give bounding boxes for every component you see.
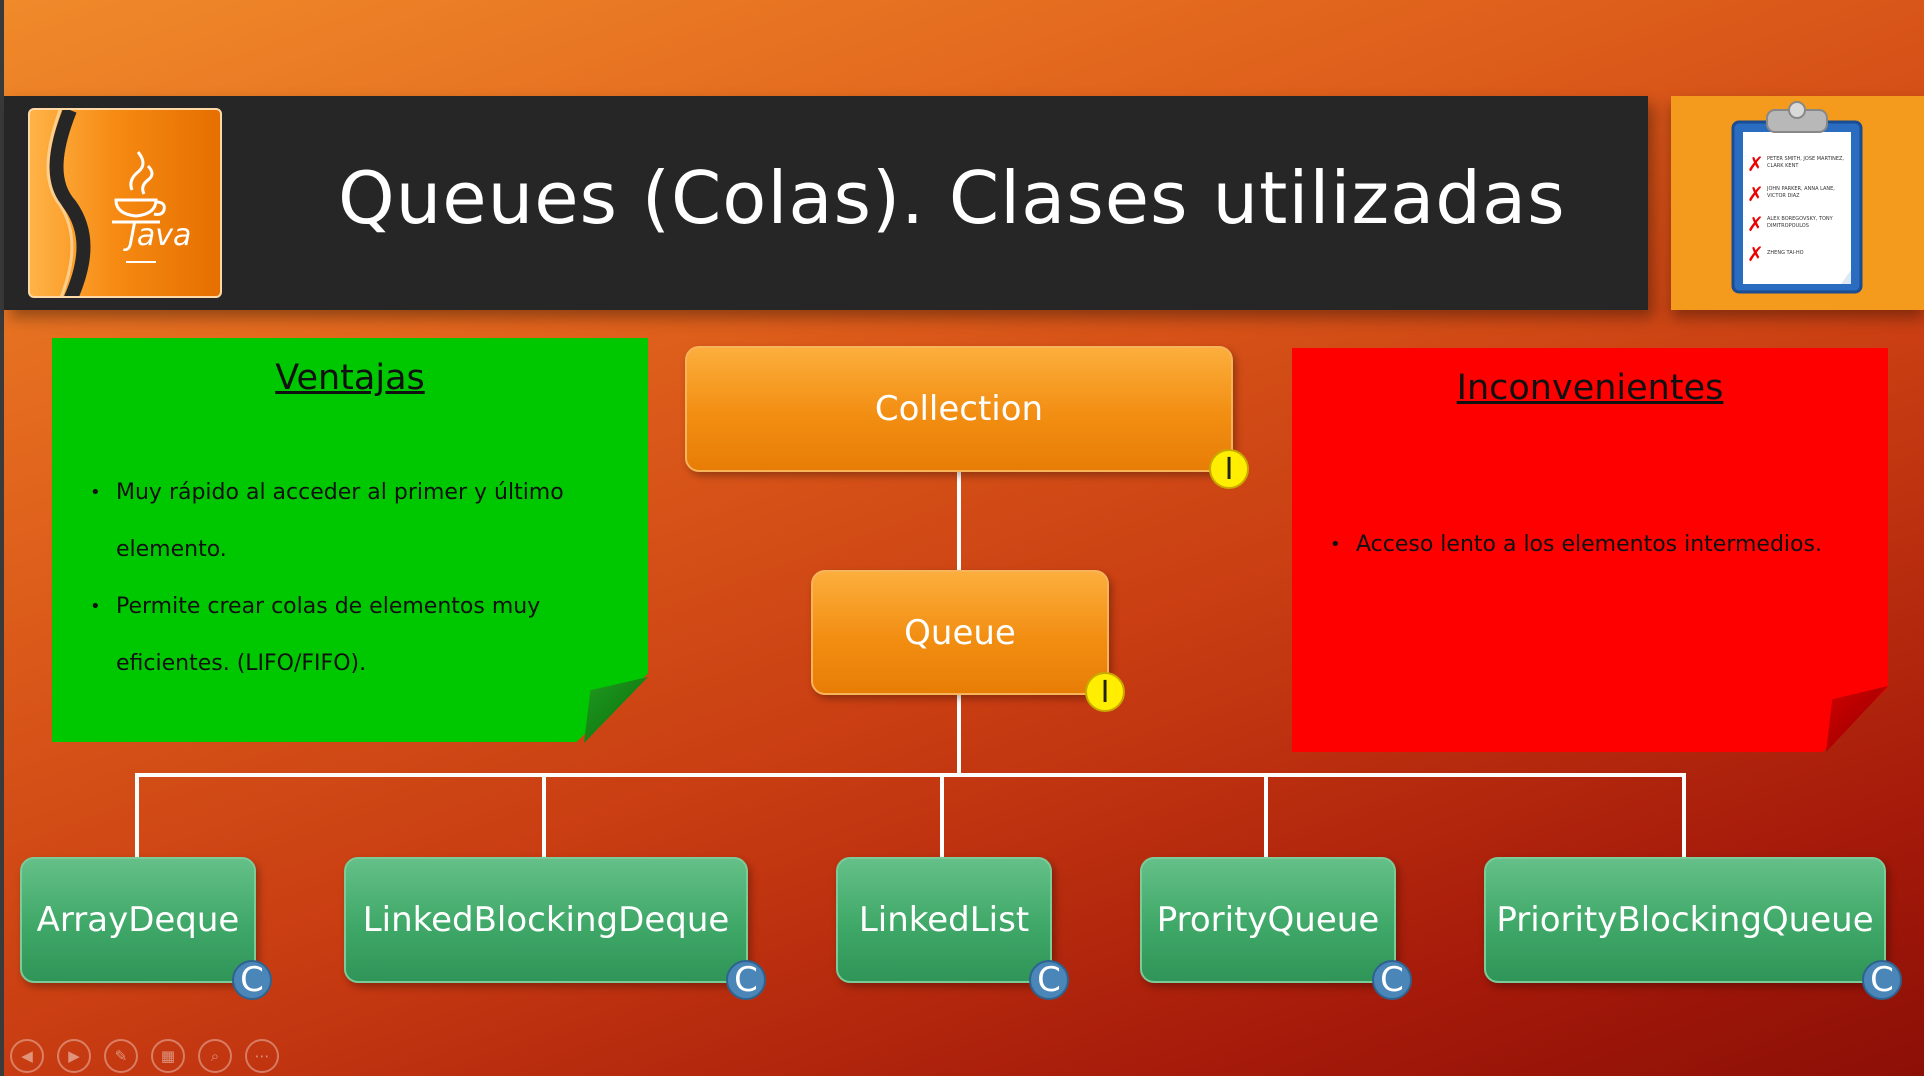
arraydeque-class-box[interactable]: ArrayDeque xyxy=(20,857,256,983)
box-label: Queue xyxy=(904,612,1016,653)
cross-icon: ✗ xyxy=(1747,242,1764,266)
class-badge: C xyxy=(1372,960,1412,1000)
zoom-icon[interactable]: ⌕ xyxy=(198,1039,232,1073)
box-label: ProrityQueue xyxy=(1156,900,1380,940)
prev-icon[interactable]: ◀ xyxy=(10,1039,44,1073)
class-badge: C xyxy=(1029,960,1069,1000)
interface-badge: I xyxy=(1209,449,1249,489)
window-edge xyxy=(0,0,4,1076)
next-icon[interactable]: ▶ xyxy=(57,1039,91,1073)
connector-linkedlist xyxy=(940,773,944,857)
list-item: Muy rápido al acceder al primer y último xyxy=(90,464,564,521)
pen-icon[interactable]: ✎ xyxy=(104,1039,138,1073)
cross-icon: ✗ xyxy=(1747,152,1764,176)
box-label: LinkedList xyxy=(858,900,1030,940)
queue-interface-box[interactable]: Queue xyxy=(811,570,1109,695)
title-bar: Java Queues (Colas). Clases utilizadas xyxy=(4,96,1648,310)
cons-heading: Inconvenientes xyxy=(1456,368,1724,408)
cons-list: Acceso lento a los elementos intermedios… xyxy=(1292,516,1822,573)
list-item: Acceso lento a los elementos intermedios… xyxy=(1330,516,1822,573)
java-logo: Java xyxy=(28,108,222,298)
clipboard-list: ✗PETER SMITH, JOSE MARTINEZ, CLARK KENT … xyxy=(1747,152,1855,276)
page-title: Queues (Colas). Clases utilizadas xyxy=(338,156,1566,240)
prorityqueue-class-box[interactable]: ProrityQueue xyxy=(1140,857,1396,983)
collection-interface-box[interactable]: Collection xyxy=(685,346,1233,472)
list-item: Permite crear colas de elementos muy xyxy=(90,578,564,635)
box-label: PriorityBlockingQueue xyxy=(1496,900,1874,940)
box-label: LinkedBlockingDeque xyxy=(362,900,730,940)
class-badge: C xyxy=(726,960,766,1000)
clipboard-line: ALEX BOREGOVSKY, TONY DIMITROPOULOS xyxy=(1767,216,1833,229)
list-item-text: eficientes. (LIFO/FIFO). xyxy=(116,651,367,676)
cross-icon: ✗ xyxy=(1747,212,1764,236)
interface-badge: I xyxy=(1085,672,1125,712)
list-item-continuation: elemento. xyxy=(116,521,564,578)
pros-note: Ventajas Muy rápido al acceder al primer… xyxy=(52,338,648,742)
connector-priorityblockingqueue xyxy=(1682,773,1686,857)
clipboard-line: JOHN PARKER, ANNA LANE, VICTOR DIAZ xyxy=(1767,186,1835,199)
connector-horizontal xyxy=(135,773,1686,777)
priorityblockingqueue-class-box[interactable]: PriorityBlockingQueue xyxy=(1484,857,1886,983)
box-label: Collection xyxy=(874,389,1044,429)
connector-prorityqueue xyxy=(1264,773,1268,857)
cross-icon: ✗ xyxy=(1747,182,1764,206)
list-item-continuation: eficientes. (LIFO/FIFO). xyxy=(116,635,564,692)
java-logo-text: Java xyxy=(128,218,192,253)
cons-note: Inconvenientes Acceso lento a los elemen… xyxy=(1292,348,1888,752)
connector-linkedblockingdeque xyxy=(542,773,546,857)
pros-list: Muy rápido al acceder al primer y último… xyxy=(52,464,564,692)
linkedblockingdeque-class-box[interactable]: LinkedBlockingDeque xyxy=(344,857,748,983)
class-badge: C xyxy=(1862,960,1902,1000)
clipboard-icon xyxy=(1731,101,1863,294)
box-label: ArrayDeque xyxy=(36,900,240,940)
connector-queue-down xyxy=(957,691,961,775)
connector-arraydeque xyxy=(135,773,139,857)
clipboard-line: PETER SMITH, JOSE MARTINEZ, CLARK KENT xyxy=(1767,156,1845,169)
connector-collection-queue xyxy=(957,468,961,570)
more-icon[interactable]: ⋯ xyxy=(245,1039,279,1073)
slides-icon[interactable]: ▦ xyxy=(151,1039,185,1073)
class-badge: C xyxy=(232,960,272,1000)
list-item-text: elemento. xyxy=(116,537,227,562)
linkedlist-class-box[interactable]: LinkedList xyxy=(836,857,1052,983)
clipboard-panel: ✗PETER SMITH, JOSE MARTINEZ, CLARK KENT … xyxy=(1671,96,1924,310)
pros-heading: Ventajas xyxy=(275,358,425,398)
clipboard-line: ZHENG TAI-HO xyxy=(1767,250,1804,256)
